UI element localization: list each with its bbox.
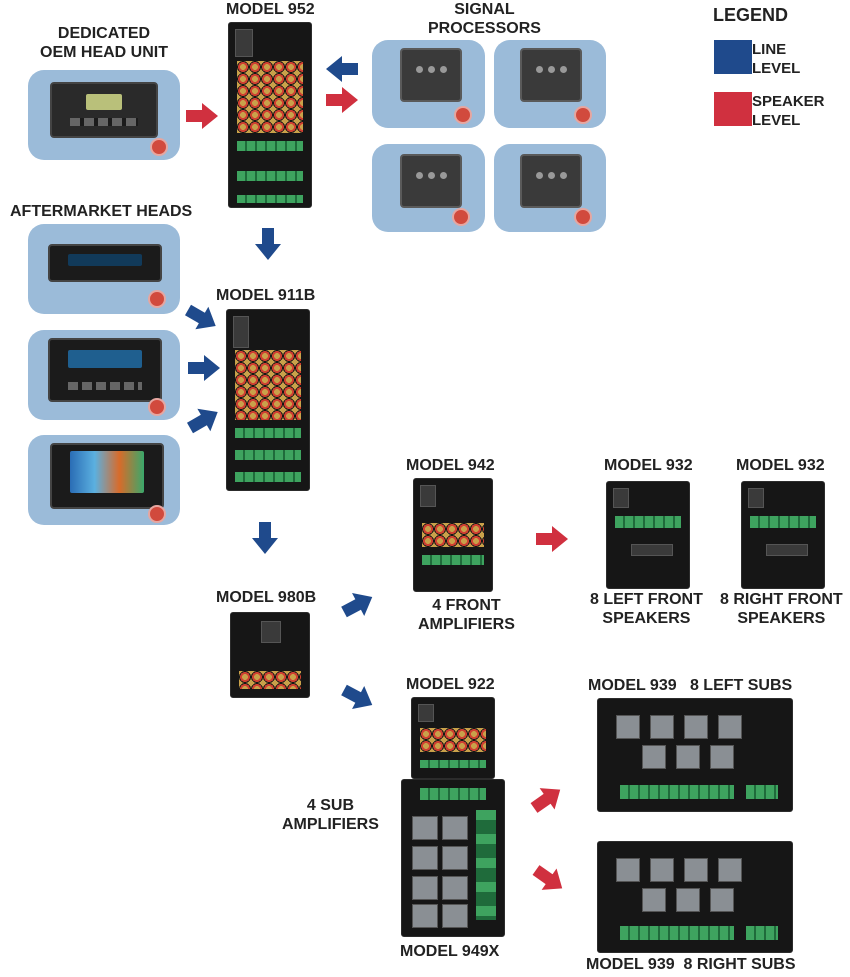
arrow-911b-to-980b [252, 522, 278, 554]
model-911b-label: MODEL 911B [216, 287, 316, 304]
aftermarket-heads-label: AFTERMARKET HEADS [10, 203, 193, 220]
model-939-left-board [597, 698, 793, 812]
arrow-949x-to-939-right [528, 859, 570, 900]
line-level-swatch [714, 40, 752, 74]
model-980b-board [230, 612, 310, 698]
signal-processors-label: SIGNAL PROCESSORS [428, 1, 541, 37]
oem-head-unit-card [28, 70, 180, 160]
model-911b-board [226, 309, 310, 491]
model-949x-label: MODEL 949X [400, 943, 500, 960]
signal-processor-card-1 [372, 40, 485, 128]
arrow-952-to-911b [255, 228, 281, 260]
signal-processor-card-2 [494, 40, 606, 128]
arrow-oem-to-952 [186, 103, 218, 129]
model-949x-board [401, 779, 505, 937]
oem-head-unit-label: DEDICATED OEM HEAD UNIT [40, 25, 168, 61]
right-front-speakers-label: 8 RIGHT FRONT SPEAKERS [720, 591, 843, 627]
aftermarket-head-card-2 [28, 330, 180, 420]
arrow-942-to-932 [536, 526, 568, 552]
left-front-speakers-label: 8 LEFT FRONT SPEAKERS [590, 591, 703, 627]
arrow-head2-to-911b [188, 355, 220, 381]
signal-processor-card-3 [372, 144, 485, 232]
model-952-label: MODEL 952 [226, 1, 315, 18]
model-952-board [228, 22, 312, 208]
legend-title: LEGEND [713, 5, 789, 25]
aftermarket-head-card-1 [28, 224, 180, 314]
model-932-left-label: MODEL 932 [604, 457, 693, 474]
model-939-left-subs-label: MODEL 939 8 LEFT SUBS [588, 677, 793, 694]
arrow-980b-to-922 [337, 678, 379, 717]
front-amplifiers-label: 4 FRONT AMPLIFIERS [418, 597, 515, 633]
speaker-level-label: SPEAKER LEVEL [752, 93, 825, 129]
model-980b-label: MODEL 980B [216, 589, 317, 606]
sub-amplifiers-label: 4 SUB AMPLIFIERS [282, 797, 379, 833]
model-939-right-subs-label: MODEL 939 8 RIGHT SUBS [586, 956, 796, 973]
arrow-952-to-processors [326, 87, 358, 113]
arrow-980b-to-942 [337, 585, 379, 624]
model-922-label: MODEL 922 [406, 676, 495, 693]
arrow-head3-to-911b [183, 400, 225, 440]
model-942-board [413, 478, 493, 592]
aftermarket-head-card-3 [28, 435, 180, 525]
speaker-level-swatch [714, 92, 752, 126]
model-932-right-board [741, 481, 825, 589]
audio-authority-badge [150, 138, 168, 156]
model-922-board [411, 697, 495, 779]
oem-stereo-image [50, 82, 158, 138]
model-939-right-board [597, 841, 793, 953]
arrow-949x-to-939-left [526, 778, 568, 819]
model-932-left-board [606, 481, 690, 589]
signal-processor-card-4 [494, 144, 606, 232]
model-942-label: MODEL 942 [406, 457, 495, 474]
model-932-right-label: MODEL 932 [736, 457, 825, 474]
line-level-label: LINE LEVEL [752, 41, 801, 77]
arrow-processors-to-952 [326, 56, 358, 82]
